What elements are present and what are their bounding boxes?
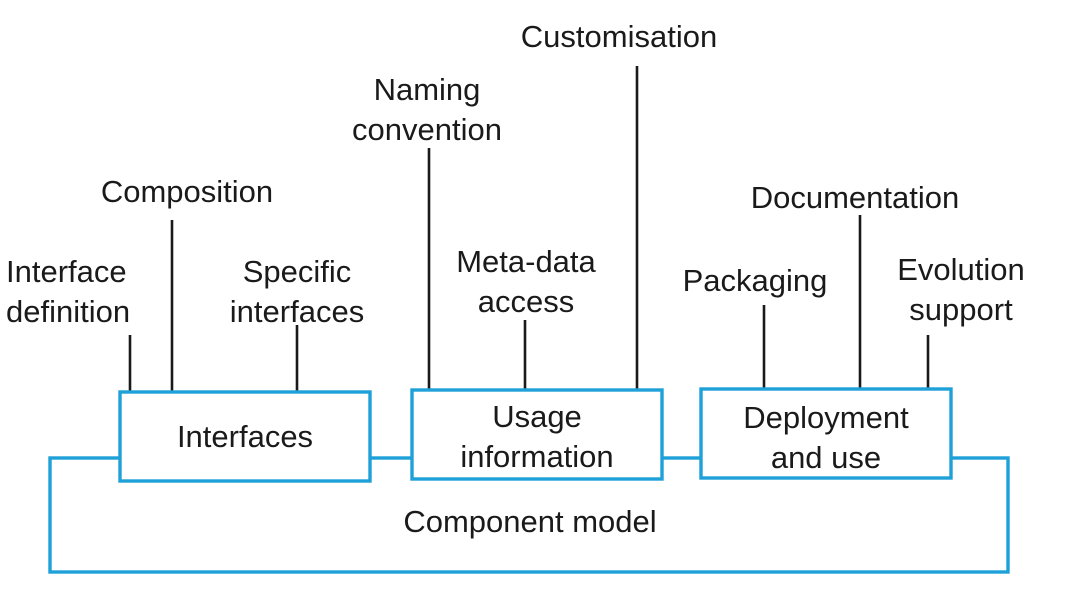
label-meta-data-access: Meta-data access [456, 244, 596, 319]
box-label-usage-information: Usage information [460, 399, 614, 474]
label-specific-interfaces: Specific interfaces [229, 254, 365, 329]
label-composition: Composition [100, 174, 274, 209]
box-usage-information [410, 388, 664, 481]
label-interface-definition: Interface definition [6, 254, 131, 329]
component-model-label: Component model [403, 504, 657, 539]
box-label-interfaces: Interfaces [176, 419, 314, 454]
label-packaging: Packaging [682, 263, 828, 298]
label-naming-convention: Naming convention [352, 72, 502, 147]
box-label-deployment-and-use: Deployment and use [743, 400, 909, 475]
label-documentation: Documentation [750, 180, 960, 215]
box-interfaces [118, 390, 372, 483]
label-evolution-support: Evolution support [897, 252, 1025, 327]
box-deployment-and-use [699, 387, 953, 480]
label-customisation: Customisation [520, 19, 718, 54]
